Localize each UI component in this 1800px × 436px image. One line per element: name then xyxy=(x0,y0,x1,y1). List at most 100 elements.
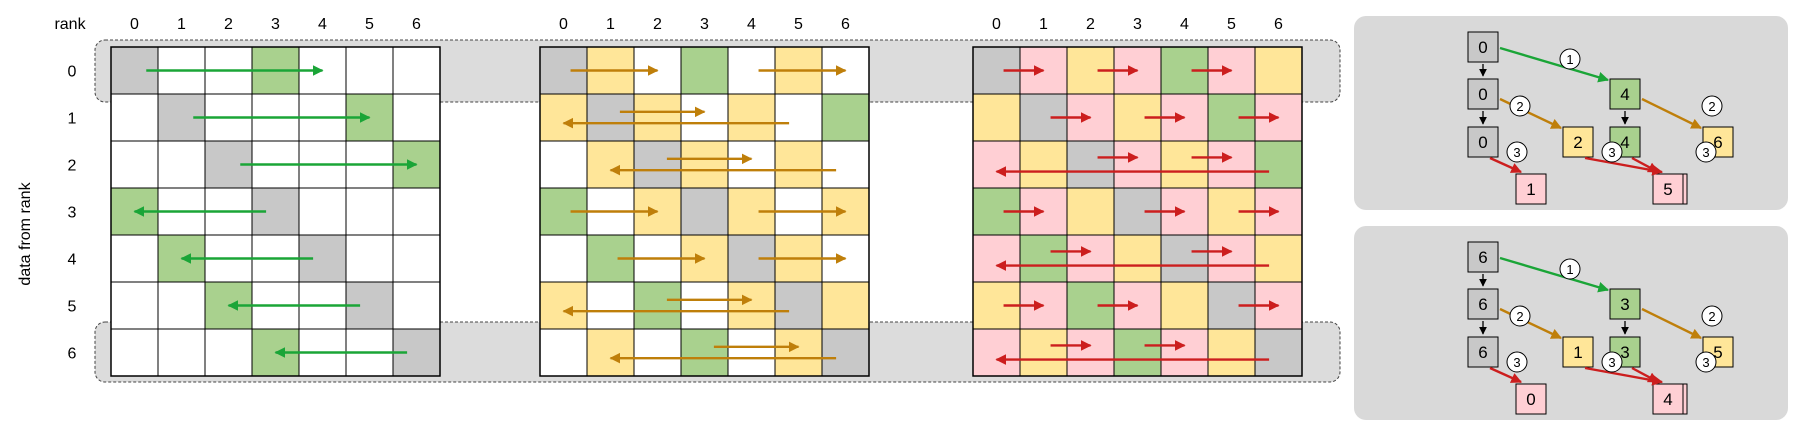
cell-r6-c4 xyxy=(727,328,776,377)
col-tick-2: 2 xyxy=(1086,16,1095,33)
cell-r2-c6 xyxy=(1254,140,1303,189)
step-badge xyxy=(1506,351,1528,373)
step-badge-label: 2 xyxy=(1708,99,1715,114)
cell-r6-c1 xyxy=(586,328,635,377)
node-level1-left xyxy=(1467,288,1499,320)
cell-r5-c4 xyxy=(1160,281,1209,330)
broadcast-tree-root-6: 6636135024122333 xyxy=(1467,241,1734,415)
cell-r4-c4 xyxy=(1160,234,1209,283)
step-badge xyxy=(1509,305,1531,327)
step-badge xyxy=(1601,141,1623,163)
step-badge xyxy=(1559,48,1581,70)
col-tick-2: 2 xyxy=(224,16,233,33)
node-level2-a-label: 0 xyxy=(1478,133,1487,152)
cell-r3-c2 xyxy=(1066,187,1115,236)
cell-r6-c1 xyxy=(1019,328,1068,377)
step-badge-label: 3 xyxy=(1608,145,1615,160)
cell-r1-c3 xyxy=(680,93,729,142)
cell-r5-c1 xyxy=(586,281,635,330)
tree-arrow xyxy=(1641,97,1702,130)
cell-r5-c0 xyxy=(110,281,159,330)
step-badge-label: 1 xyxy=(1566,52,1573,67)
tree-arrow xyxy=(1489,156,1522,174)
step-badge-label: 3 xyxy=(1702,355,1709,370)
tree-arrow xyxy=(1641,307,1702,340)
matrix-border xyxy=(539,46,870,377)
cell-r6-c0 xyxy=(972,328,1021,377)
col-tick-6: 6 xyxy=(412,16,421,33)
step-badge xyxy=(1601,351,1623,373)
cell-r2-c4 xyxy=(1160,140,1209,189)
cell-r0-c6 xyxy=(392,46,441,95)
cell-r4-c1 xyxy=(1019,234,1068,283)
step-badge xyxy=(1701,95,1723,117)
node-level2-a xyxy=(1467,126,1499,158)
cell-r5-c2 xyxy=(633,281,682,330)
cell-r4-c5 xyxy=(345,234,394,283)
cell-r2-c1 xyxy=(157,140,206,189)
cell-r6-c1 xyxy=(157,328,206,377)
step-badge xyxy=(1695,141,1717,163)
cell-r4-c6 xyxy=(392,234,441,283)
node-level3-a-label: 0 xyxy=(1526,390,1535,409)
cell-r0-c3 xyxy=(680,46,729,95)
step-badge-label: 2 xyxy=(1708,309,1715,324)
node-level3-a-label: 1 xyxy=(1526,180,1535,199)
row-tick-0: 0 xyxy=(68,64,77,81)
tree-arrow xyxy=(1499,46,1610,83)
step-badge xyxy=(1701,305,1723,327)
cell-r6-c3 xyxy=(1113,328,1162,377)
node-level1-right xyxy=(1609,78,1641,110)
node-root xyxy=(1467,241,1499,273)
node-root-label: 6 xyxy=(1478,248,1487,267)
col-tick-6: 6 xyxy=(1274,16,1283,33)
cell-r2-c1 xyxy=(586,140,635,189)
node-level2-c-label: 3 xyxy=(1620,343,1629,362)
cell-r1-c0 xyxy=(110,93,159,142)
node-level2-c-label: 4 xyxy=(1620,133,1629,152)
row-tick-2: 2 xyxy=(68,158,77,175)
cell-r4-c0 xyxy=(972,234,1021,283)
tree-arrow xyxy=(1499,256,1610,293)
cell-r4-c6 xyxy=(1254,234,1303,283)
data-from-rank-axis-label: data from rank xyxy=(17,181,34,285)
cell-r2-c5 xyxy=(774,140,823,189)
step-badge-label: 3 xyxy=(1513,145,1520,160)
cell-r0-c6 xyxy=(1254,46,1303,95)
col-tick-6: 6 xyxy=(841,16,850,33)
cell-r5-c0 xyxy=(539,281,588,330)
col-tick-3: 3 xyxy=(1133,16,1142,33)
node-level3-c-label: 5 xyxy=(1663,180,1672,199)
tree-arrow xyxy=(1489,366,1522,384)
node-level1-right xyxy=(1609,288,1641,320)
node-level1-left-label: 6 xyxy=(1478,295,1487,314)
node-level2-d-label: 5 xyxy=(1713,343,1722,362)
node-level2-d-label: 6 xyxy=(1713,133,1722,152)
step-badge-label: 1 xyxy=(1566,262,1573,277)
node-root-label: 0 xyxy=(1478,38,1487,57)
cell-r6-c4 xyxy=(1160,328,1209,377)
node-level3-c-label: 4 xyxy=(1663,390,1672,409)
node-level3-a xyxy=(1515,383,1547,415)
col-tick-0: 0 xyxy=(130,16,139,33)
cell-r5-c5 xyxy=(774,281,823,330)
cell-r2-c4 xyxy=(727,140,776,189)
cell-r2-c0 xyxy=(539,140,588,189)
tree-panel-bottom xyxy=(1354,226,1788,420)
cell-r1-c0 xyxy=(972,93,1021,142)
step-badge-label: 3 xyxy=(1608,355,1615,370)
node-level1-left xyxy=(1467,78,1499,110)
tree-arrow xyxy=(1631,156,1659,174)
cell-r6-c5 xyxy=(1207,328,1256,377)
node-level2-b xyxy=(1562,336,1594,368)
cell-r6-c0 xyxy=(539,328,588,377)
row-tick-3: 3 xyxy=(68,205,77,222)
cell-r2-c6 xyxy=(821,140,870,189)
row-tick-6: 6 xyxy=(68,346,77,363)
node-level3-a xyxy=(1515,173,1547,205)
broadcast-tree-root-0: 0040246135122333 xyxy=(1467,31,1734,205)
col-tick-0: 0 xyxy=(559,16,568,33)
cell-r5-c4 xyxy=(727,281,776,330)
